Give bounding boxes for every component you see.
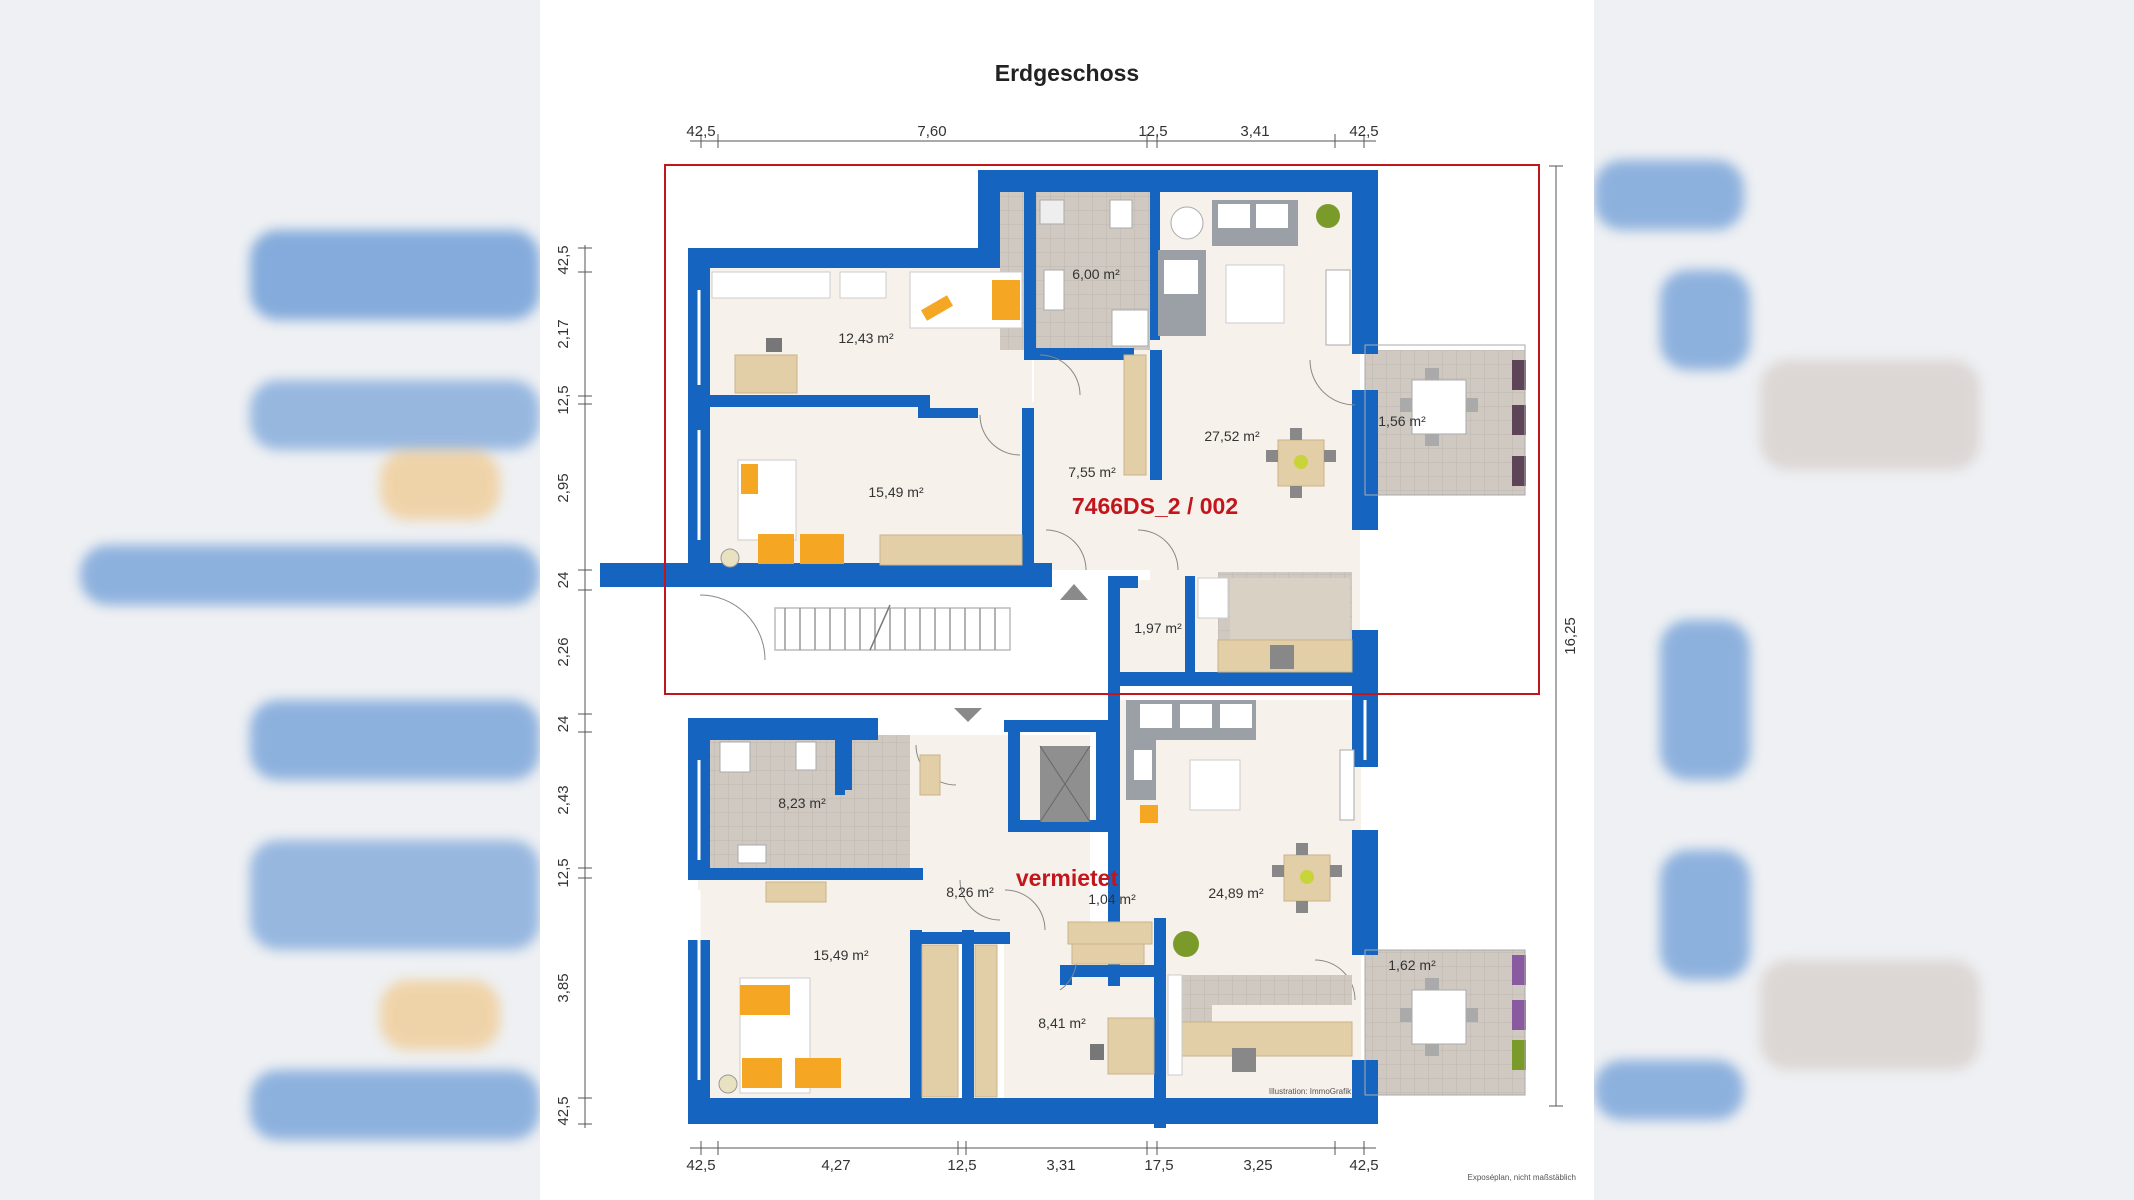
dim-top-label: 7,60 — [917, 123, 946, 140]
entrance-arrow-icon — [1060, 584, 1088, 600]
room-area-label: 8,23 m² — [778, 795, 826, 811]
room-area-label: 6,00 m² — [1072, 266, 1120, 282]
dim-bottom-label: 42,5 — [686, 1157, 715, 1174]
dim-left-label: 12,5 — [555, 858, 572, 887]
footer-note: Exposéplan, nicht maßstäblich — [1468, 1173, 1577, 1182]
entrance-arrow-icon — [954, 708, 982, 722]
dim-left-label: 42,5 — [555, 245, 572, 274]
windows — [697, 290, 1367, 1080]
room-area-label: 1,62 m² — [1388, 957, 1436, 973]
furniture-lower — [718, 700, 1526, 1098]
room-area-label: 8,41 m² — [1038, 1015, 1086, 1031]
dim-bottom-label: 42,5 — [1349, 1157, 1378, 1174]
dim-left-label: 2,43 — [555, 785, 572, 814]
status-label: vermietet — [1016, 865, 1119, 891]
room-area-label: 8,26 m² — [946, 884, 994, 900]
room-area-label: 12,43 m² — [838, 330, 894, 346]
room-area-label: 1,04 m² — [1088, 891, 1136, 907]
dim-right-label: 16,25 — [1562, 617, 1579, 655]
furniture-upper — [711, 199, 1526, 673]
dim-top-label: 42,5 — [1349, 123, 1378, 140]
dim-top-label: 3,41 — [1240, 123, 1269, 140]
room-area-label: 15,49 m² — [813, 947, 869, 963]
dimension-line-top — [690, 134, 1376, 148]
dim-left-label: 24 — [555, 572, 572, 589]
dim-bottom-label: 12,5 — [947, 1157, 976, 1174]
dim-left-label: 12,5 — [555, 385, 572, 414]
dim-bottom-label: 3,25 — [1243, 1157, 1272, 1174]
dimension-line-left — [578, 245, 592, 1128]
room-area-label: 7,55 m² — [1068, 464, 1116, 480]
dim-left-label: 2,95 — [555, 473, 572, 502]
dim-top-label: 42,5 — [686, 123, 715, 140]
dimension-line-right — [1549, 165, 1563, 1107]
room-area-label: 1,97 m² — [1134, 620, 1182, 636]
dim-left-label: 24 — [555, 716, 572, 733]
dim-left-label: 2,17 — [555, 319, 572, 348]
dim-bottom-label: 17,5 — [1144, 1157, 1173, 1174]
door-swings — [699, 354, 1356, 1001]
plan-title: Erdgeschoss — [995, 60, 1139, 86]
dimension-line-bottom — [690, 1141, 1376, 1155]
unit-outline — [664, 164, 1540, 695]
dim-left-label: 3,85 — [555, 973, 572, 1002]
dim-left-label: 42,5 — [555, 1096, 572, 1125]
room-area-label: 1,56 m² — [1378, 413, 1426, 429]
room-area-label: 15,49 m² — [868, 484, 924, 500]
staircase — [774, 604, 1011, 651]
dim-left-label: 2,26 — [555, 637, 572, 666]
room-area-label: 27,52 m² — [1204, 428, 1260, 444]
dim-top-label: 12,5 — [1138, 123, 1167, 140]
unit-number-label: 7466DS_2 / 002 — [1072, 493, 1238, 519]
dim-bottom-label: 4,27 — [821, 1157, 850, 1174]
illustration-credit: Illustration: ImmoGrafik — [1269, 1087, 1352, 1096]
terraces — [1364, 344, 1526, 1096]
dim-bottom-label: 3,31 — [1046, 1157, 1075, 1174]
room-area-label: 24,89 m² — [1208, 885, 1264, 901]
